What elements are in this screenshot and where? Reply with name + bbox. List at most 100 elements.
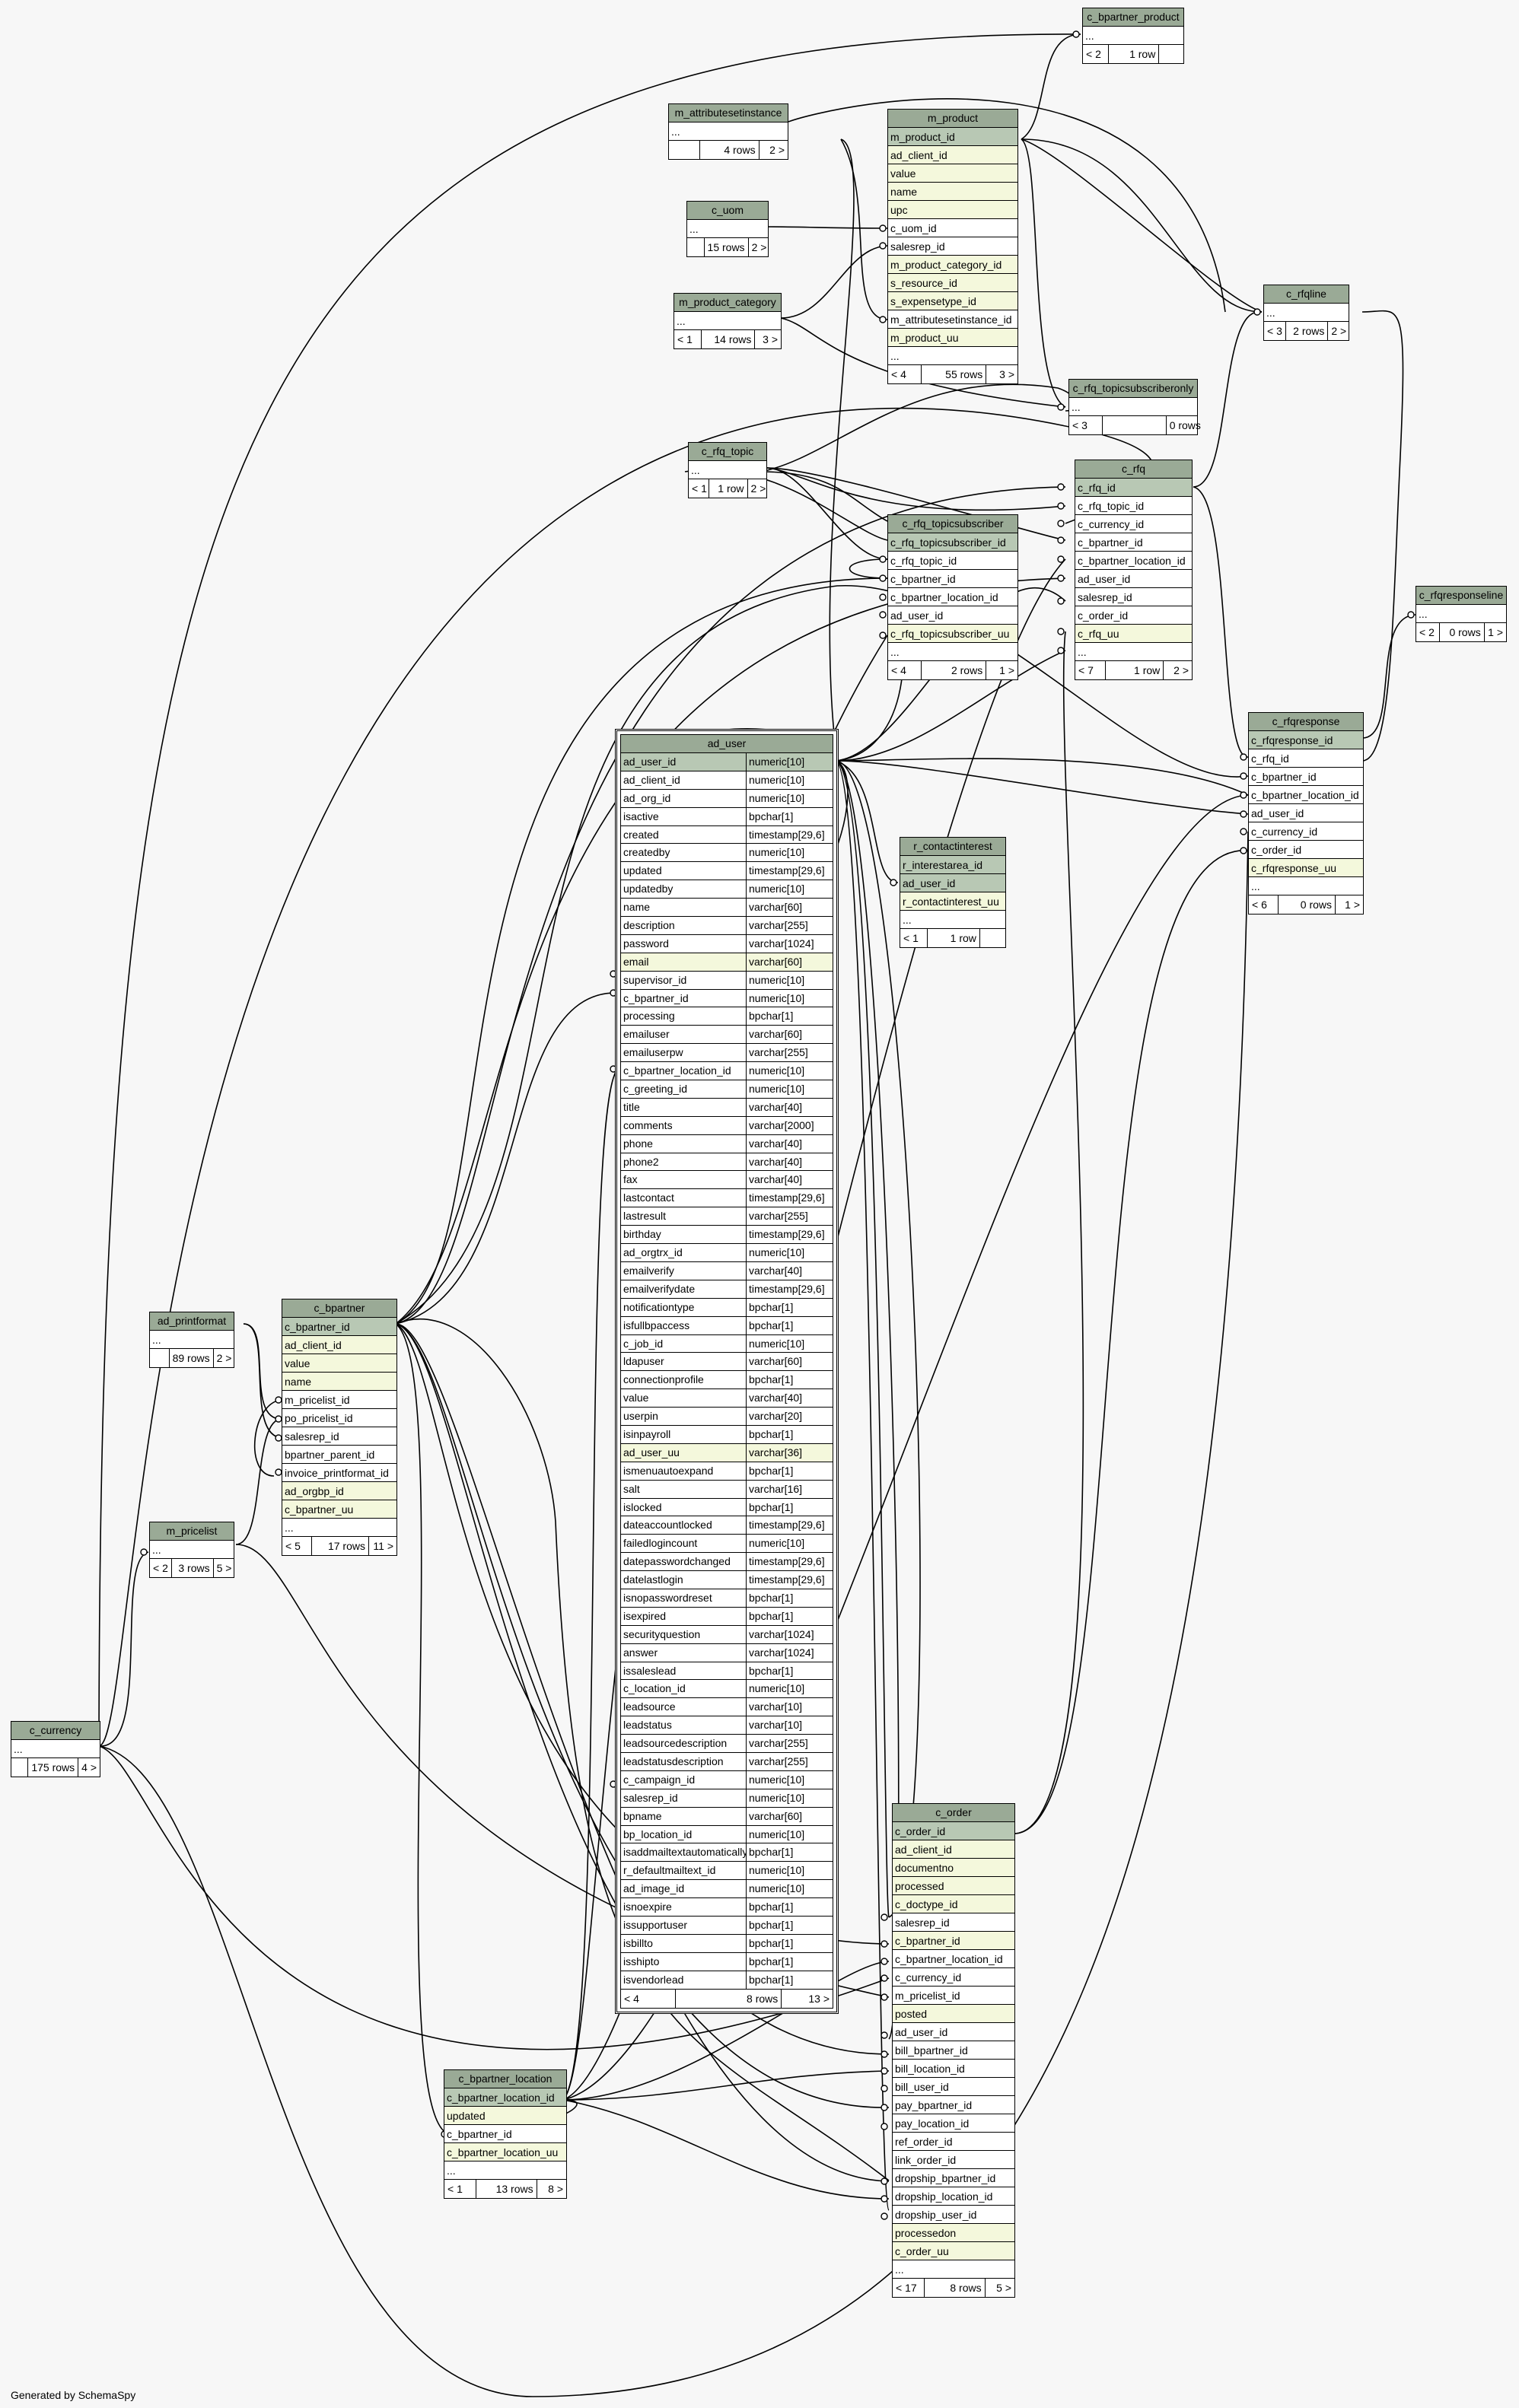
children-count[interactable]: 4 > [81,1761,97,1773]
column-row[interactable]: ... [888,347,1017,365]
column-row[interactable]: dropship_user_id [893,2206,1014,2224]
column-row[interactable]: c_order_id [893,1822,1014,1840]
column-row[interactable]: c_order_uu [893,2242,1014,2260]
column-row[interactable]: salesrep_id [1075,588,1192,606]
column-row[interactable]: ad_user_id [1075,570,1192,588]
column-row[interactable]: m_product_uu [888,329,1017,347]
parents-count[interactable]: < 6 [1249,895,1279,914]
column-row[interactable]: m_pricelist_id [282,1391,396,1409]
parents-count[interactable]: < 4 [888,661,922,679]
column-row[interactable]: c_bpartner_location_id [1249,786,1363,804]
column-row[interactable]: bill_user_id [893,2078,1014,2096]
children-count[interactable]: 1 > [1488,626,1503,638]
column-row[interactable]: name [888,183,1017,201]
parents-count[interactable]: < 2 [150,1559,172,1577]
column-row[interactable]: c_currency_id [893,1968,1014,1987]
column-row[interactable]: pay_bpartner_id [893,2096,1014,2114]
parents-count[interactable]: < 2 [1083,45,1110,63]
column-row[interactable]: m_product_id [888,128,1017,146]
column-row[interactable]: ad_client_id [282,1336,396,1354]
table-header[interactable]: ad_printformat [150,1312,234,1331]
table-header[interactable]: m_product [888,110,1017,128]
children-count[interactable]: 2 > [769,144,785,156]
column-row[interactable]: ad_user_id [900,874,1005,892]
column-row[interactable]: c_rfqresponse_uu [1249,859,1363,877]
column-row[interactable]: po_pricelist_id [282,1409,396,1427]
table-header[interactable]: c_rfqline [1264,285,1349,304]
column-row[interactable]: c_bpartner_location_id [1075,552,1192,570]
column-row[interactable]: ad_client_id [893,1840,1014,1859]
children-count[interactable]: 3 > [999,368,1014,380]
parents-count[interactable]: < 3 [1069,416,1103,434]
column-row[interactable]: c_bpartner_uu [282,1500,396,1519]
children-count[interactable]: 13 > [808,1992,830,2005]
column-row[interactable]: ... [11,1740,100,1758]
column-row[interactable]: m_product_category_id [888,256,1017,274]
column-row[interactable]: salesrep_id [282,1427,396,1446]
table-header[interactable]: m_pricelist [150,1522,234,1541]
column-row[interactable]: value [888,164,1017,183]
column-row[interactable]: ... [1083,27,1183,45]
table-header[interactable]: c_rfq_topicsubscriberonly [1069,380,1197,398]
parents-count[interactable]: < 7 [1075,661,1106,679]
column-row[interactable]: invoice_printformat_id [282,1464,396,1482]
column-row[interactable]: c_uom_id [888,219,1017,237]
column-row[interactable]: ref_order_id [893,2133,1014,2151]
table-header[interactable]: r_contactinterest [900,838,1005,856]
children-count[interactable]: 0 rows [1169,419,1201,431]
column-row[interactable]: processed [893,1877,1014,1895]
column-row[interactable]: ... [1416,605,1506,623]
column-row[interactable]: ... [1069,398,1197,416]
column-row[interactable]: c_bpartner_id [888,570,1017,588]
column-row[interactable]: ad_client_id [888,146,1017,164]
children-count[interactable]: 2 > [1331,325,1347,337]
column-row[interactable]: c_bpartner_location_id [893,1950,1014,1968]
column-row[interactable]: c_bpartner_id [444,2125,566,2143]
column-row[interactable]: c_rfqresponse_id [1249,731,1363,749]
column-row[interactable]: c_bpartner_location_uu [444,2143,566,2161]
column-row[interactable]: c_doctype_id [893,1895,1014,1913]
column-row[interactable]: s_resource_id [888,274,1017,292]
table-header[interactable]: c_currency [11,1722,100,1740]
column-row[interactable]: c_rfq_topic_id [1075,497,1192,515]
column-row[interactable]: ... [150,1541,234,1559]
